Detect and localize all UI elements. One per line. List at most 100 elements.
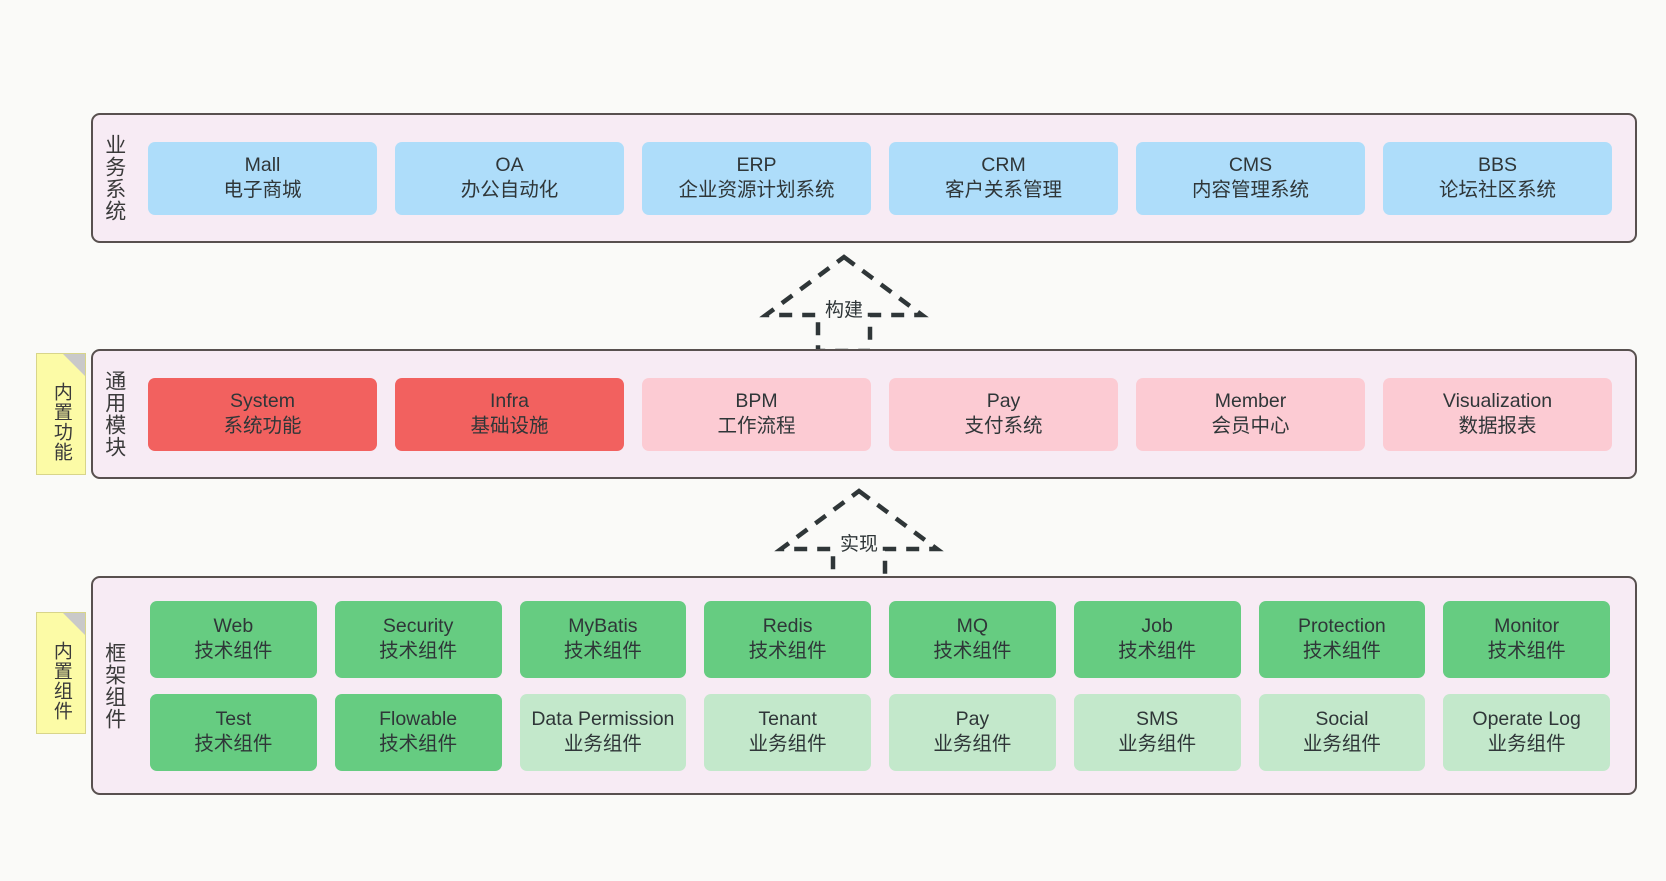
node-subtitle: 业务组件 xyxy=(563,733,642,755)
node-subtitle: 客户关系管理 xyxy=(944,179,1062,201)
node-subtitle: 电子商城 xyxy=(223,179,302,201)
layer-body-framework: Web 技术组件 Security 技术组件 MyBatis 技术组件 Redi… xyxy=(135,578,1635,793)
layer-row: Web 技术组件 Security 技术组件 MyBatis 技术组件 Redi… xyxy=(141,600,1619,678)
node-bbs[interactable]: BBS 论坛社区系统 xyxy=(1383,141,1612,215)
node-web[interactable]: Web 技术组件 xyxy=(150,600,317,678)
node-subtitle: 技术组件 xyxy=(748,640,827,662)
node-title: CRM xyxy=(981,154,1026,177)
node-title: Protection xyxy=(1297,615,1386,638)
layer-panel-modules: 通用模块 System 系统功能 Infra 基础设施 BPM 工作流程 Pay… xyxy=(91,349,1637,479)
node-title: OA xyxy=(495,154,524,177)
layer-row: Test 技术组件 Flowable 技术组件 Data Permission … xyxy=(141,693,1619,771)
node-subtitle: 内容管理系统 xyxy=(1191,179,1309,201)
node-title: Social xyxy=(1315,708,1369,731)
node-security[interactable]: Security 技术组件 xyxy=(334,600,502,678)
node-subtitle: 业务组件 xyxy=(1487,733,1566,755)
node-test[interactable]: Test 技术组件 xyxy=(150,693,317,771)
layer-label-modules: 通用模块 xyxy=(102,370,126,458)
node-subtitle: 业务组件 xyxy=(1302,733,1381,755)
node-title: System xyxy=(229,390,295,413)
node-erp[interactable]: ERP 企业资源计划系统 xyxy=(642,141,871,215)
node-sms[interactable]: SMS 业务组件 xyxy=(1073,693,1241,771)
node-subtitle: 技术组件 xyxy=(933,640,1012,662)
node-title: Tenant xyxy=(758,708,817,731)
node-title: Job xyxy=(1141,615,1173,638)
layer-panel-business: 业务系统 Mall 电子商城 OA 办公自动化 ERP 企业资源计划系统 CRM… xyxy=(91,113,1637,243)
sticky-note-label: 内置组件 xyxy=(50,641,72,721)
node-title: ERP xyxy=(736,154,777,177)
sticky-note-label: 内置功能 xyxy=(50,382,72,462)
node-subtitle: 技术组件 xyxy=(1118,640,1197,662)
node-bpm[interactable]: BPM 工作流程 xyxy=(642,377,871,451)
node-title: Web xyxy=(213,615,254,638)
node-subtitle: 论坛社区系统 xyxy=(1438,179,1556,201)
node-member[interactable]: Member 会员中心 xyxy=(1136,377,1365,451)
layer-row: System 系统功能 Infra 基础设施 BPM 工作流程 Pay 支付系统… xyxy=(139,377,1621,451)
node-pay[interactable]: Pay 支付系统 xyxy=(889,377,1118,451)
node-title: Flowable xyxy=(379,708,458,731)
node-crm[interactable]: CRM 客户关系管理 xyxy=(889,141,1118,215)
node-title: Security xyxy=(382,615,454,638)
node-protection[interactable]: Protection 技术组件 xyxy=(1258,600,1426,678)
node-infra[interactable]: Infra 基础设施 xyxy=(395,377,624,451)
node-title: Member xyxy=(1214,390,1287,413)
node-subtitle: 会员中心 xyxy=(1211,415,1290,437)
node-title: BPM xyxy=(735,390,778,413)
node-mybatis[interactable]: MyBatis 技术组件 xyxy=(519,600,687,678)
node-subtitle: 技术组件 xyxy=(1487,640,1566,662)
node-title: Test xyxy=(215,708,252,731)
node-data-permission[interactable]: Data Permission 业务组件 xyxy=(519,693,687,771)
node-subtitle: 技术组件 xyxy=(563,640,642,662)
layer-panel-framework: 框架组件 Web 技术组件 Security 技术组件 MyBatis 技术组件… xyxy=(91,576,1637,795)
node-title: MyBatis xyxy=(568,615,638,638)
layer-label-business: 业务系统 xyxy=(102,134,126,222)
layer-body-business: Mall 电子商城 OA 办公自动化 ERP 企业资源计划系统 CRM 客户关系… xyxy=(135,115,1635,241)
node-title: MQ xyxy=(956,615,989,638)
node-subtitle: 技术组件 xyxy=(194,733,273,755)
node-social[interactable]: Social 业务组件 xyxy=(1258,693,1426,771)
layer-row: Mall 电子商城 OA 办公自动化 ERP 企业资源计划系统 CRM 客户关系… xyxy=(139,141,1621,215)
node-subtitle: 技术组件 xyxy=(379,640,458,662)
node-subtitle: 工作流程 xyxy=(717,415,796,437)
node-subtitle: 业务组件 xyxy=(933,733,1012,755)
node-mq[interactable]: MQ 技术组件 xyxy=(889,600,1056,678)
layer-body-modules: System 系统功能 Infra 基础设施 BPM 工作流程 Pay 支付系统… xyxy=(135,351,1635,477)
sticky-note-builtin-component: 内置组件 xyxy=(36,612,86,734)
connector-build: 构建 xyxy=(754,253,934,354)
node-title: Operate Log xyxy=(1472,708,1581,731)
node-title: Pay xyxy=(986,390,1021,413)
node-subtitle: 企业资源计划系统 xyxy=(678,179,835,201)
node-operate-log[interactable]: Operate Log 业务组件 xyxy=(1443,693,1610,771)
node-subtitle: 数据报表 xyxy=(1458,415,1537,437)
node-subtitle: 支付系统 xyxy=(964,415,1043,437)
node-job[interactable]: Job 技术组件 xyxy=(1073,600,1241,678)
node-title: SMS xyxy=(1135,708,1179,731)
node-title: Redis xyxy=(762,615,813,638)
node-tenant[interactable]: Tenant 业务组件 xyxy=(704,693,871,771)
node-subtitle: 技术组件 xyxy=(194,640,273,662)
node-title: Data Permission xyxy=(531,708,675,731)
node-title: BBS xyxy=(1477,154,1518,177)
connector-implement: 实现 xyxy=(769,487,949,588)
node-title: Pay xyxy=(955,708,990,731)
node-subtitle: 技术组件 xyxy=(1302,640,1381,662)
node-visualization[interactable]: Visualization 数据报表 xyxy=(1383,377,1612,451)
sticky-note-builtin-function: 内置功能 xyxy=(36,353,86,475)
node-subtitle: 业务组件 xyxy=(748,733,827,755)
node-mall[interactable]: Mall 电子商城 xyxy=(148,141,377,215)
node-title: Visualization xyxy=(1442,390,1553,413)
node-redis[interactable]: Redis 技术组件 xyxy=(704,600,871,678)
node-oa[interactable]: OA 办公自动化 xyxy=(395,141,624,215)
node-subtitle: 基础设施 xyxy=(470,415,549,437)
node-cms[interactable]: CMS 内容管理系统 xyxy=(1136,141,1365,215)
node-subtitle: 技术组件 xyxy=(379,733,458,755)
node-system[interactable]: System 系统功能 xyxy=(148,377,377,451)
connector-label-build: 构建 xyxy=(824,300,863,321)
node-title: Mall xyxy=(244,154,281,177)
node-flowable[interactable]: Flowable 技术组件 xyxy=(334,693,502,771)
node-monitor[interactable]: Monitor 技术组件 xyxy=(1443,600,1610,678)
layer-label-framework: 框架组件 xyxy=(102,641,126,730)
node-title: CMS xyxy=(1228,154,1273,177)
node-pay-business[interactable]: Pay 业务组件 xyxy=(889,693,1056,771)
